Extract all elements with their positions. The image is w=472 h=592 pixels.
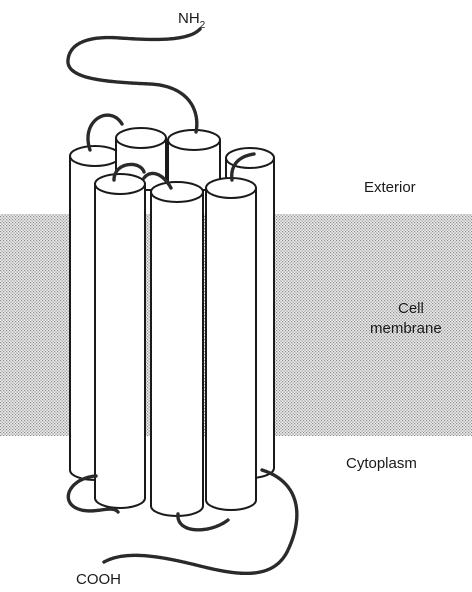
cell-membrane-label-line2: membrane [370,320,442,337]
helix-front-left [95,174,145,508]
helix-front-right [206,178,256,510]
n-terminal-chain [68,29,200,132]
exterior-label: Exterior [364,179,416,196]
cell-membrane-label-line1: Cell [398,300,424,317]
helix-front-center [151,182,203,516]
n-terminus-label: NH2 [178,10,206,31]
c-terminus-label: COOH [76,571,121,588]
cytoplasm-label: Cytoplasm [346,455,417,472]
